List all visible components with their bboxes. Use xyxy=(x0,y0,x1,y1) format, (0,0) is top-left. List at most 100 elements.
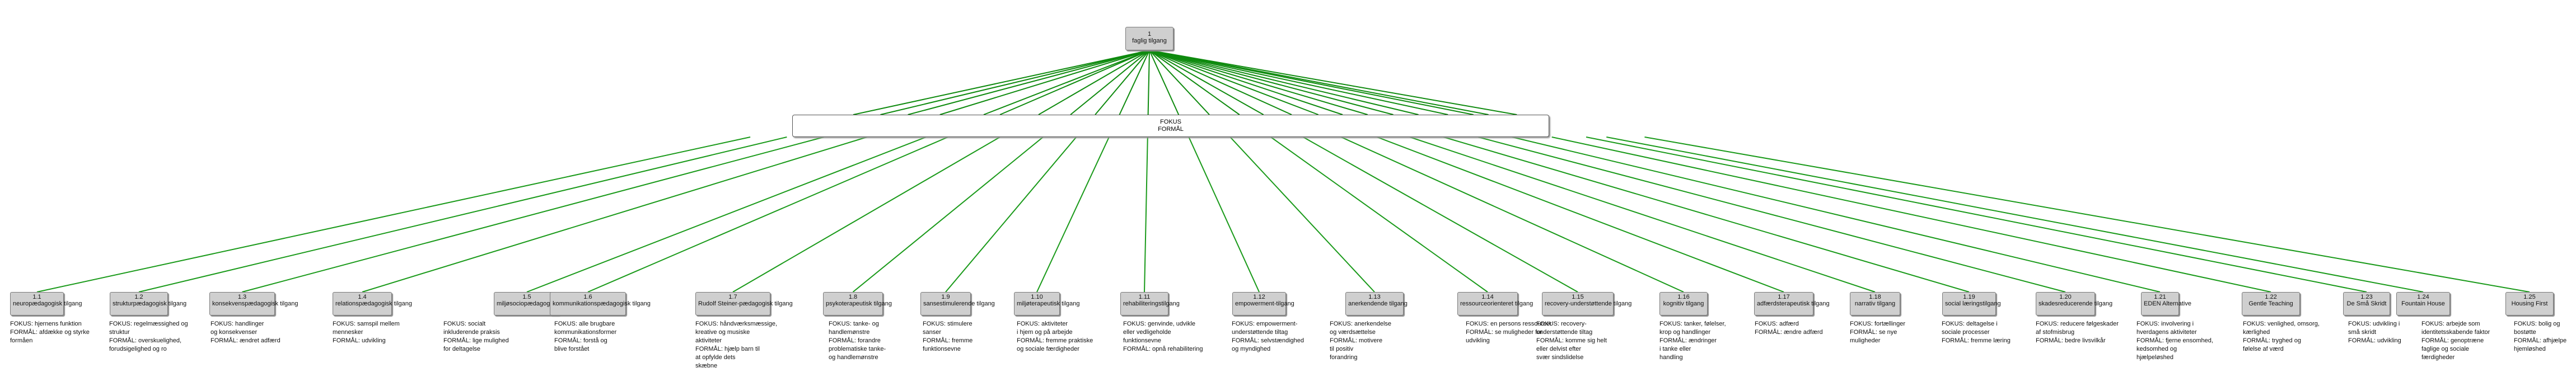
node-number: 1.7 xyxy=(728,294,737,300)
description-line: FORMÅL: motivere xyxy=(1330,337,1383,344)
description-line: FOKUS: en persons ressourcer xyxy=(1466,321,1552,327)
node-label: Housing First xyxy=(2511,300,2548,307)
description-line: af stofmisbrug xyxy=(2036,329,2075,336)
connector-lower xyxy=(1270,136,1488,293)
description-line: svær sindslidelse xyxy=(1536,354,1584,361)
node-label: Gentle Teaching xyxy=(2248,300,2293,307)
description-line: skæbne xyxy=(695,362,718,369)
node-label: adfærdsterapeutisk tilgang xyxy=(1757,300,1830,307)
connector-upper xyxy=(1149,50,1489,115)
description-line: FORMÅL: genoptræne xyxy=(2421,337,2484,344)
connector-upper xyxy=(1149,50,1264,115)
node-number: 1.5 xyxy=(522,294,531,300)
description-line: mennesker xyxy=(333,329,363,336)
description-line: faglige og sociale xyxy=(2421,346,2470,352)
node-label: Fountain House xyxy=(2401,300,2445,307)
node-number: 1.25 xyxy=(2523,294,2536,300)
description-line: forandring xyxy=(1330,354,1358,361)
node-number: 1.16 xyxy=(1677,294,1690,300)
node-label: relationspædagogisk tilgang xyxy=(335,300,412,307)
description-line: kommunikationsformer xyxy=(554,329,617,336)
connector-lower xyxy=(1340,136,1684,293)
node-number: 1.12 xyxy=(1253,294,1265,300)
node-label: neuropædagogisk tilgang xyxy=(13,300,82,307)
connector-upper xyxy=(1119,50,1150,115)
description-line: FORMÅL: fjerne ensomhed, xyxy=(2136,337,2213,344)
description-line: FOKUS: regelmæssighed og xyxy=(109,321,188,327)
description-line: handlemønstre xyxy=(829,329,870,336)
description-line: FOKUS: deltagelse i xyxy=(1942,321,1998,327)
connector-upper xyxy=(1149,50,1517,115)
description-line: for deltagelse xyxy=(443,346,481,352)
connector-upper xyxy=(908,50,1150,115)
description-line: og myndighed xyxy=(1232,346,1271,352)
connector-lower xyxy=(1644,136,2530,293)
root-node[interactable]: 1 faglig tilgang xyxy=(1125,27,1174,50)
node-label: narrativ tilgang xyxy=(1854,300,1896,307)
band-line-1: FOKUS xyxy=(1160,119,1181,125)
description-line: FORMÅL: fremme praktiske xyxy=(1017,337,1093,344)
description-line: FORMÅL: bedre livsvilkår xyxy=(2036,337,2106,344)
description-line: eller vedligeholde xyxy=(1123,329,1171,336)
description-line: FORMÅL: udvikling xyxy=(2348,337,2401,344)
connector-upper xyxy=(880,50,1150,115)
node-number: 1.14 xyxy=(1481,294,1494,300)
description-line: FOKUS: samspil mellem xyxy=(333,321,400,327)
band-line-2: FORMÅL xyxy=(1158,126,1184,133)
connector-upper xyxy=(1070,50,1150,115)
connector-lower xyxy=(1551,136,2271,293)
description-line: i hjem og på arbejde xyxy=(1017,329,1073,336)
description-line: færdigheder xyxy=(2421,354,2455,361)
node-label: strukturpædagogisk tilgang xyxy=(113,300,187,307)
description-line: FOKUS: involvering i xyxy=(2136,321,2194,327)
description-line: FORMÅL: selvstændighed xyxy=(1232,337,1304,344)
node-label: ressourceorienteret tilgang xyxy=(1460,300,1534,307)
connector-lower xyxy=(1512,136,2161,293)
description-line: FOKUS: adfærd xyxy=(1755,321,1799,327)
description-line: kreative og musiske xyxy=(695,329,750,336)
description-line: FOKUS: alle brugbare xyxy=(554,321,615,327)
description-line: FOKUS: arbejde som xyxy=(2421,321,2480,327)
node-number: 1.17 xyxy=(1778,294,1790,300)
connector-upper xyxy=(1095,50,1150,115)
connector-upper xyxy=(1149,50,1210,115)
description-line: i tanke eller xyxy=(1659,346,1691,352)
description-line: FORMÅL: afdække og styrke xyxy=(10,329,90,336)
description-line: FOKUS: socialt xyxy=(443,321,486,327)
connector-upper xyxy=(1149,50,1419,115)
description-line: funktionsevne xyxy=(923,346,961,352)
